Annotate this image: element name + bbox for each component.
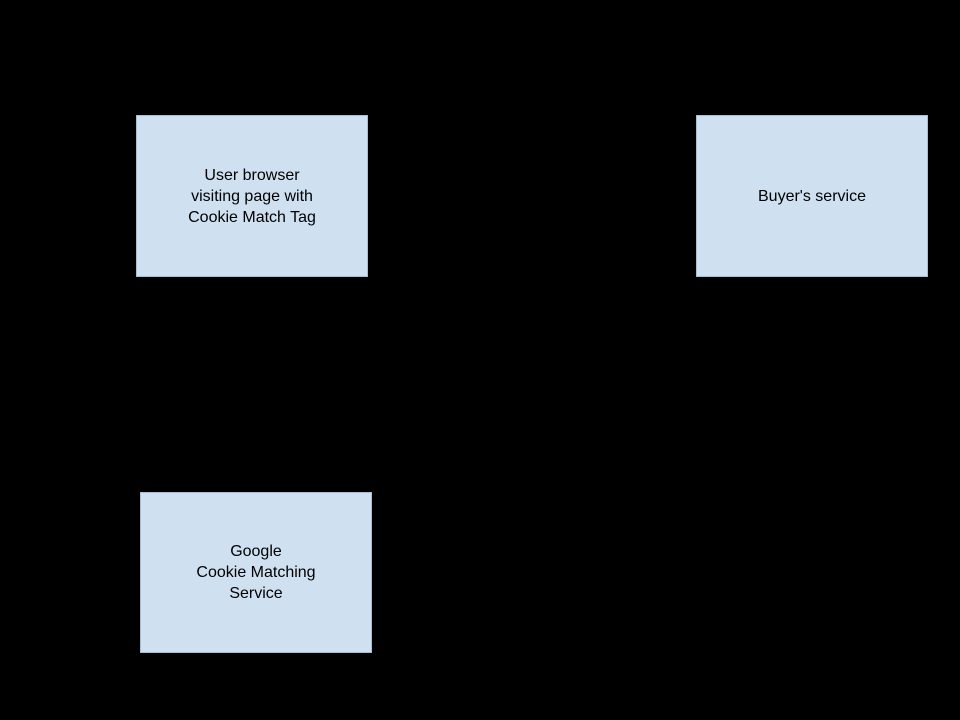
node-google-cookie-matching-service-label: Google Cookie Matching Service	[196, 543, 316, 602]
node-user-browser-label: User browser visiting page with Cookie M…	[188, 166, 316, 226]
node-user-browser[interactable]: User browser visiting page with Cookie M…	[136, 115, 368, 277]
edge-user-browser-to-google-cms	[251, 276, 257, 493]
node-buyers-service-label: Buyer's service	[758, 187, 866, 205]
edge-google-cms-to-buyers-service	[371, 276, 813, 573]
node-google-cookie-matching-service[interactable]: Google Cookie Matching Service	[140, 492, 372, 653]
node-buyers-service[interactable]: Buyer's service	[696, 115, 928, 277]
